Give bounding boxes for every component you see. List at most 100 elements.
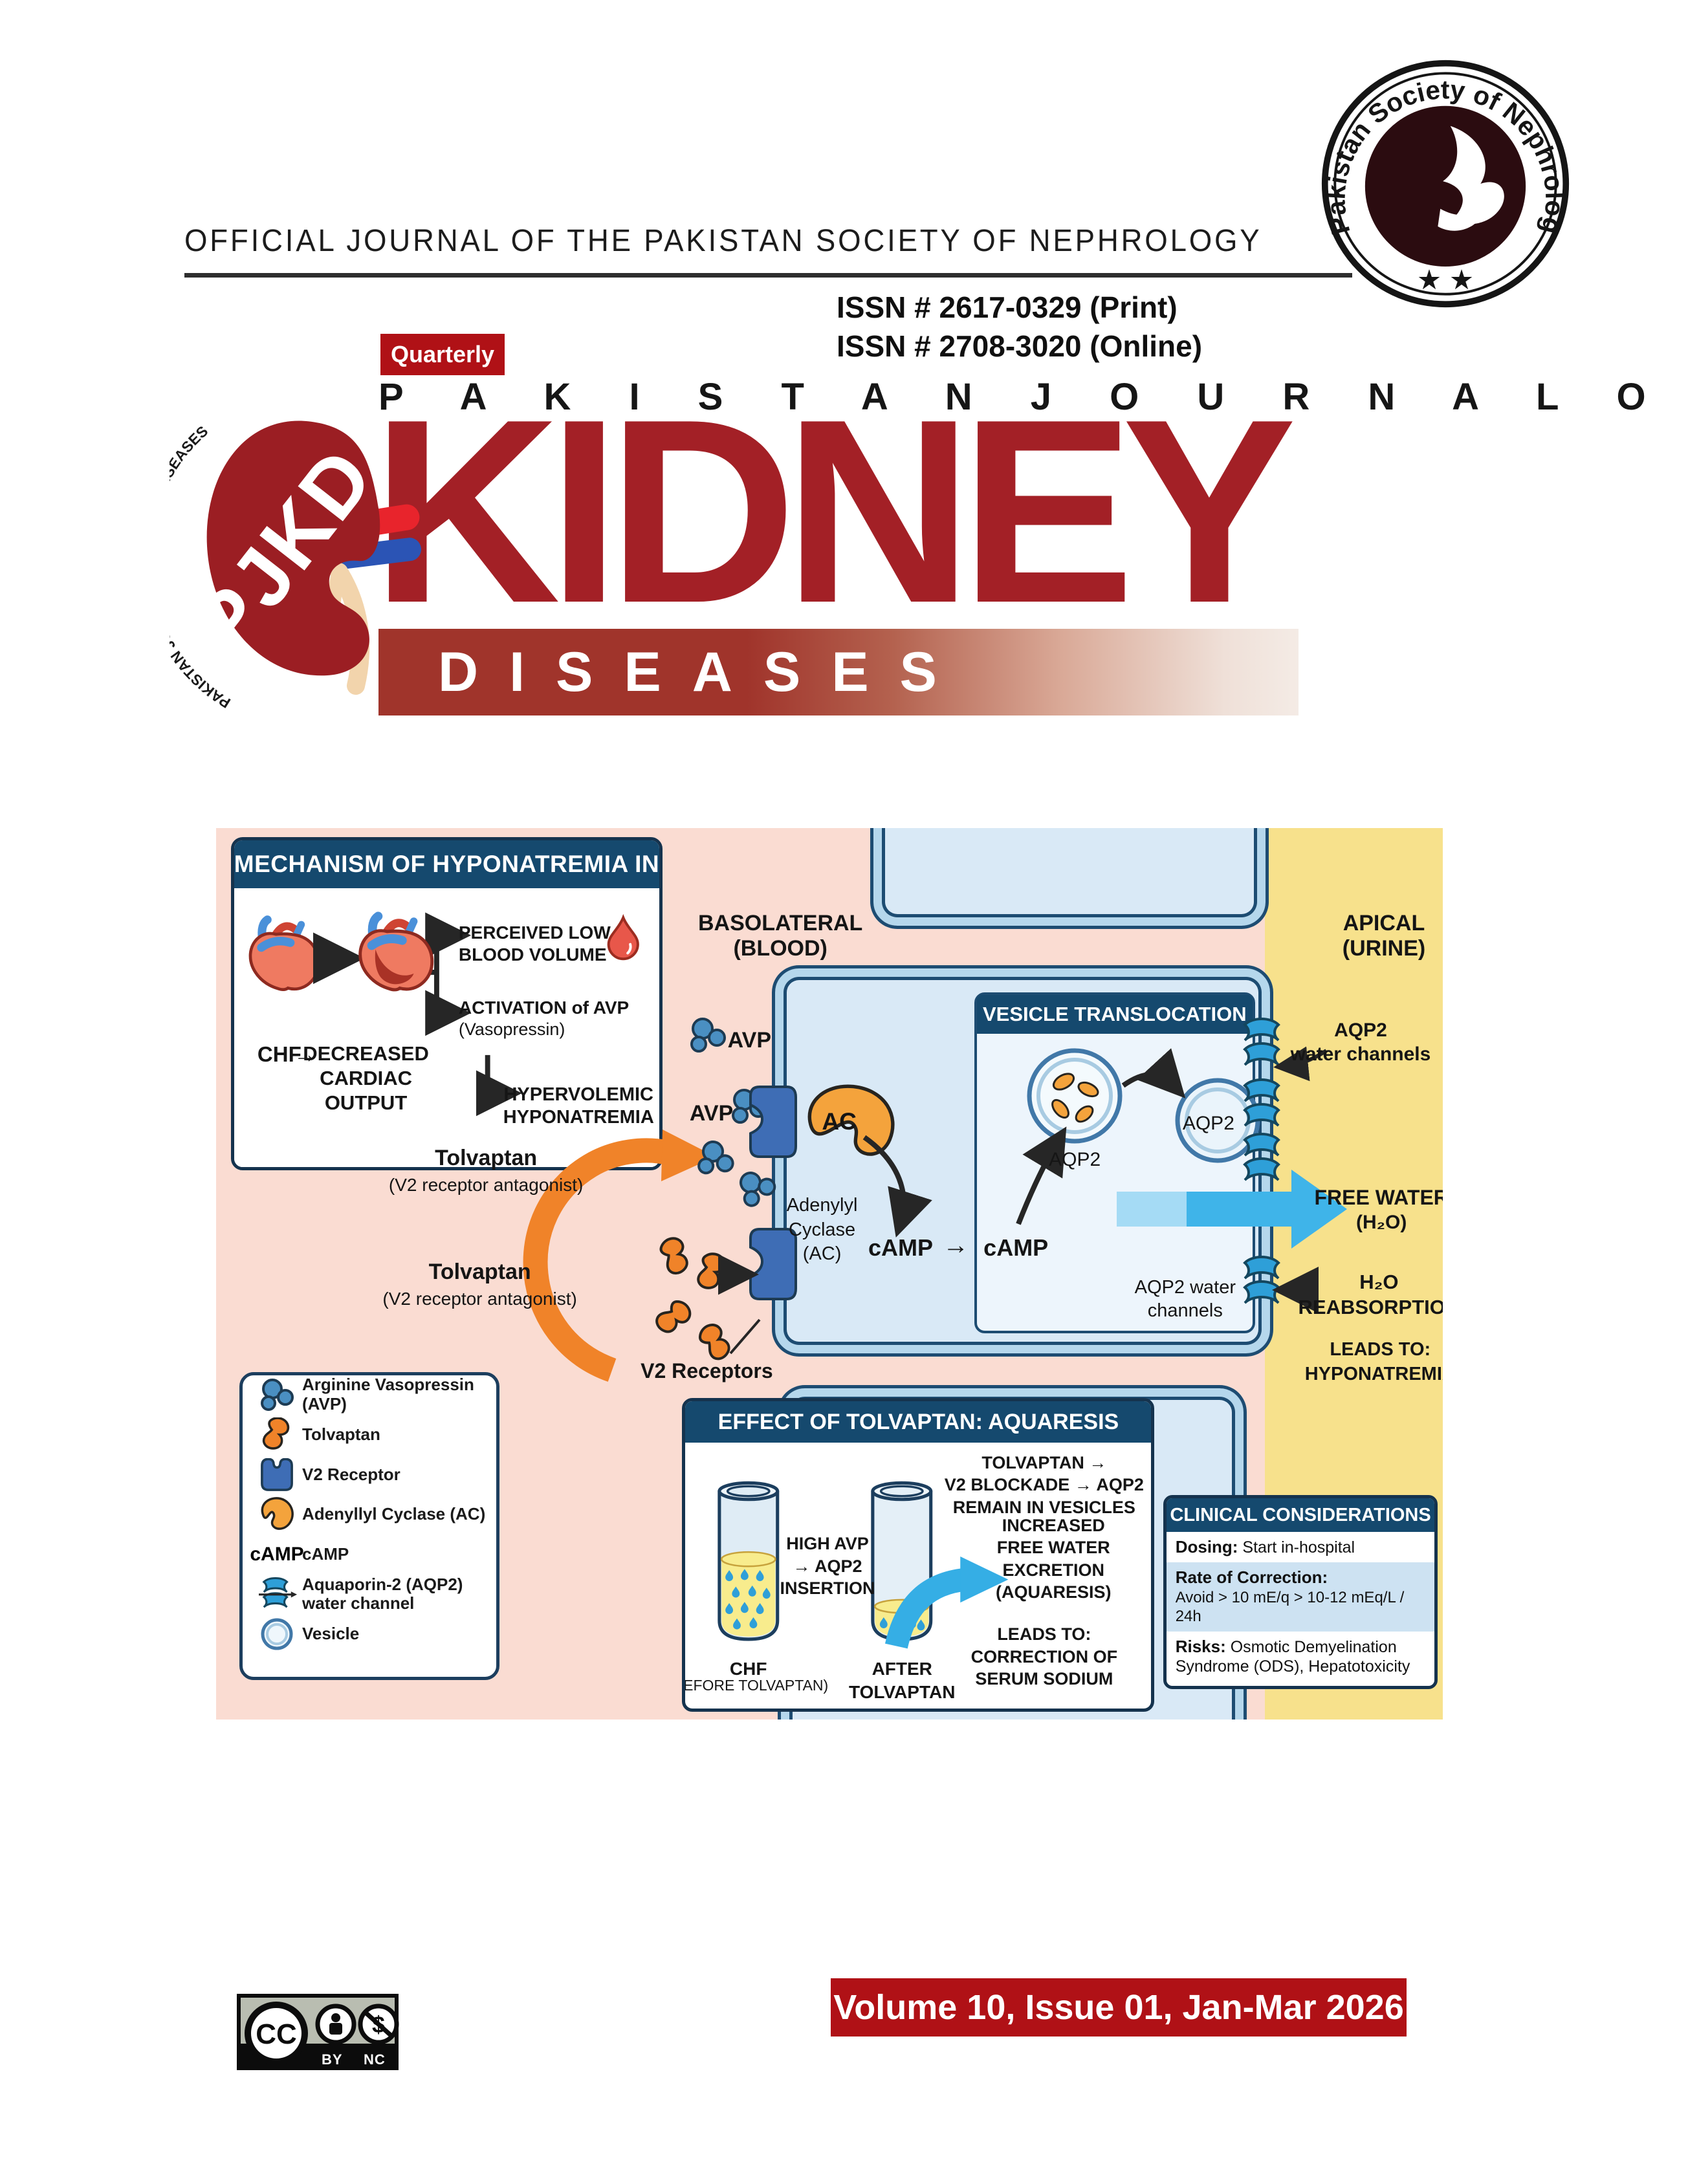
v2-receptors-label: V2 Receptors <box>641 1359 773 1383</box>
v2-receptor-icon <box>252 1458 302 1492</box>
avp-label-1: AVP <box>727 1027 772 1053</box>
issn-print: ISSN # 2617-0329 (Print) <box>837 290 1178 324</box>
activation-avp-label: ACTIVATION of AVP(Vasopressin) <box>458 997 630 1040</box>
avp-molecule-icon <box>696 1138 738 1180</box>
chf-arrow: → <box>293 1040 317 1067</box>
vesicle-panel-title: VESICLE TRANSLOCATION <box>976 994 1253 1034</box>
tolvaptan-mechanism-diagram: VESICLE TRANSLOCATION <box>216 828 1443 1720</box>
avp-molecule-icon <box>690 1018 726 1053</box>
legend-panel: Arginine Vasopressin (AVP) Tolvaptan V2 … <box>239 1371 499 1681</box>
seal-kidney-silhouette <box>1365 105 1526 267</box>
legend-item-v2-receptor: V2 Receptor <box>243 1455 496 1495</box>
camp-label-1: cAMP <box>868 1234 933 1261</box>
before-tolvaptan-label: (BEFORE TOLVAPTAN) <box>682 1677 829 1694</box>
quarterly-badge: Quarterly <box>380 334 505 375</box>
chf-tube-label: CHF <box>729 1659 767 1679</box>
volume-issue-text: Volume 10, Issue 01, Jan-Mar 2026 <box>833 1988 1404 2027</box>
pjkd-kidney-shape <box>206 420 380 676</box>
mechanism-panel: MECHANISM OF HYPONATREMIA IN CHF <box>230 836 663 1171</box>
h2o-reabsorption-label: H₂OREABSORPTION <box>1298 1271 1443 1319</box>
tolvaptan-sub-2: (V2 receptor antagonist) <box>382 1289 577 1309</box>
tolvaptan-icon <box>695 1250 728 1293</box>
ac-label: AC <box>822 1108 857 1135</box>
tolvaptan-label-1: Tolvaptan <box>435 1145 538 1170</box>
leads-to-hyponatremia-label: LEADS TO:HYPONATREMIA <box>1304 1339 1443 1384</box>
camp-text-icon: cAMP <box>250 1543 304 1565</box>
legend-item-camp: cAMP cAMP <box>250 1543 349 1565</box>
tolvaptan-icon <box>695 1319 736 1364</box>
effect-of-tolvaptan-panel: EFFECT OF TOLVAPTAN: AQUARESIS <box>682 1397 1155 1712</box>
principal-cell-top <box>870 828 1269 929</box>
official-journal-line: OFFICIAL JOURNAL OF THE PAKISTAN SOCIETY… <box>184 224 1262 258</box>
free-water-label: FREE WATER(H₂O) <box>1314 1186 1443 1234</box>
legend-item-tolvaptan: Tolvaptan <box>243 1415 496 1455</box>
blood-drop-icon <box>607 913 639 960</box>
avp-molecule-icon <box>252 1377 302 1412</box>
clinical-considerations-panel: CLINICAL CONSIDERATIONS Dosing: Start in… <box>1163 1494 1438 1690</box>
tolvaptan-sub-1: (V2 receptor antagonist) <box>388 1175 584 1196</box>
cc-icon: CC <box>245 2002 308 2065</box>
mechanism-connectors <box>248 912 639 1117</box>
cc-nc-dollar-icon: $ <box>358 2004 399 2045</box>
adenylyl-cyclase-icon <box>252 1496 302 1533</box>
avp-label-2: AVP <box>689 1100 734 1126</box>
chf-label: CHF <box>257 1042 301 1066</box>
cc-by-person-icon <box>315 2004 356 2045</box>
effect-panel-title: EFFECT OF TOLVAPTAN: AQUARESIS <box>685 1401 1152 1443</box>
heart-icon <box>248 915 320 991</box>
legend-item-avp: Arginine Vasopressin (AVP) <box>243 1375 496 1415</box>
camp-arrow: → <box>943 1230 969 1260</box>
risks-row: Risks: Osmotic Demyelination Syndrome (O… <box>1175 1636 1410 1676</box>
basolateral-label: BASOLATERAL(BLOOD) <box>697 911 863 961</box>
avp-molecule-icon <box>732 1089 767 1124</box>
journal-title-kidney: KIDNEY <box>371 364 1297 657</box>
aqp2-fusing-label: AQP2 <box>1182 1112 1234 1134</box>
legend-item-aqp2-channel: Aquaporin-2 (AQP2)water channel <box>243 1575 496 1615</box>
journal-title-diseases: DISEASES <box>438 641 968 703</box>
mechanism-title: MECHANISM OF HYPONATREMIA IN CHF <box>234 840 660 925</box>
tolvaptan-icon <box>652 1296 696 1339</box>
tolvaptan-icon <box>657 1234 694 1278</box>
aqp2-channel-icon <box>252 1576 302 1612</box>
aqp2-vesicle-label: AQP2 <box>1049 1149 1101 1171</box>
society-seal-logo: Pakistan Society of Nephrology ★ ★ <box>1320 58 1570 308</box>
volume-issue-banner: Volume 10, Issue 01, Jan-Mar 2026 <box>831 1978 1407 2037</box>
tolvaptan-label-2: Tolvaptan <box>428 1259 531 1284</box>
journal-title-prefix: P A K I S T A N J O U R N A L O F <box>378 376 1699 418</box>
header-rule <box>184 273 1352 278</box>
aquaresis-arrow <box>885 1556 1009 1649</box>
svg-text:CC: CC <box>256 2018 297 2050</box>
tolvaptan-icon <box>252 1417 302 1452</box>
v2-receptors-pointer-line <box>729 1318 761 1355</box>
issn-online: ISSN # 2708-3020 (Online) <box>837 329 1203 363</box>
urine-drops <box>725 1569 771 1630</box>
cc-by-nc-badge: CC $ BY NC <box>237 1994 399 2070</box>
legend-item-adenylyl-cyclase: Adenyllyl Cyclase (AC) <box>243 1494 496 1534</box>
rate-of-correction-row: Rate of Correction: Avoid > 10 mE/q > 10… <box>1166 1562 1435 1632</box>
vesicle-icon <box>252 1617 302 1651</box>
dosing-row: Dosing: Start in-hospital <box>1175 1536 1355 1556</box>
pjkd-logo: PAKISTAN JOURNAL OF KIDNEY DISEASES PJKD <box>170 420 421 712</box>
cc-by-label: BY <box>322 2051 343 2068</box>
apical-label: APICAL(URINE) <box>1342 911 1426 961</box>
cc-nc-label: NC <box>364 2051 386 2068</box>
journal-title-band: DISEASES <box>378 629 1299 715</box>
camp-label-2: cAMP <box>983 1234 1049 1261</box>
seal-stars: ★ ★ <box>1417 265 1474 296</box>
failing-heart-icon <box>358 912 433 992</box>
urine-tube-chf <box>718 1481 780 1641</box>
seal-bird-head <box>1443 126 1504 224</box>
legend-item-vesicle: Vesicle <box>243 1614 496 1654</box>
